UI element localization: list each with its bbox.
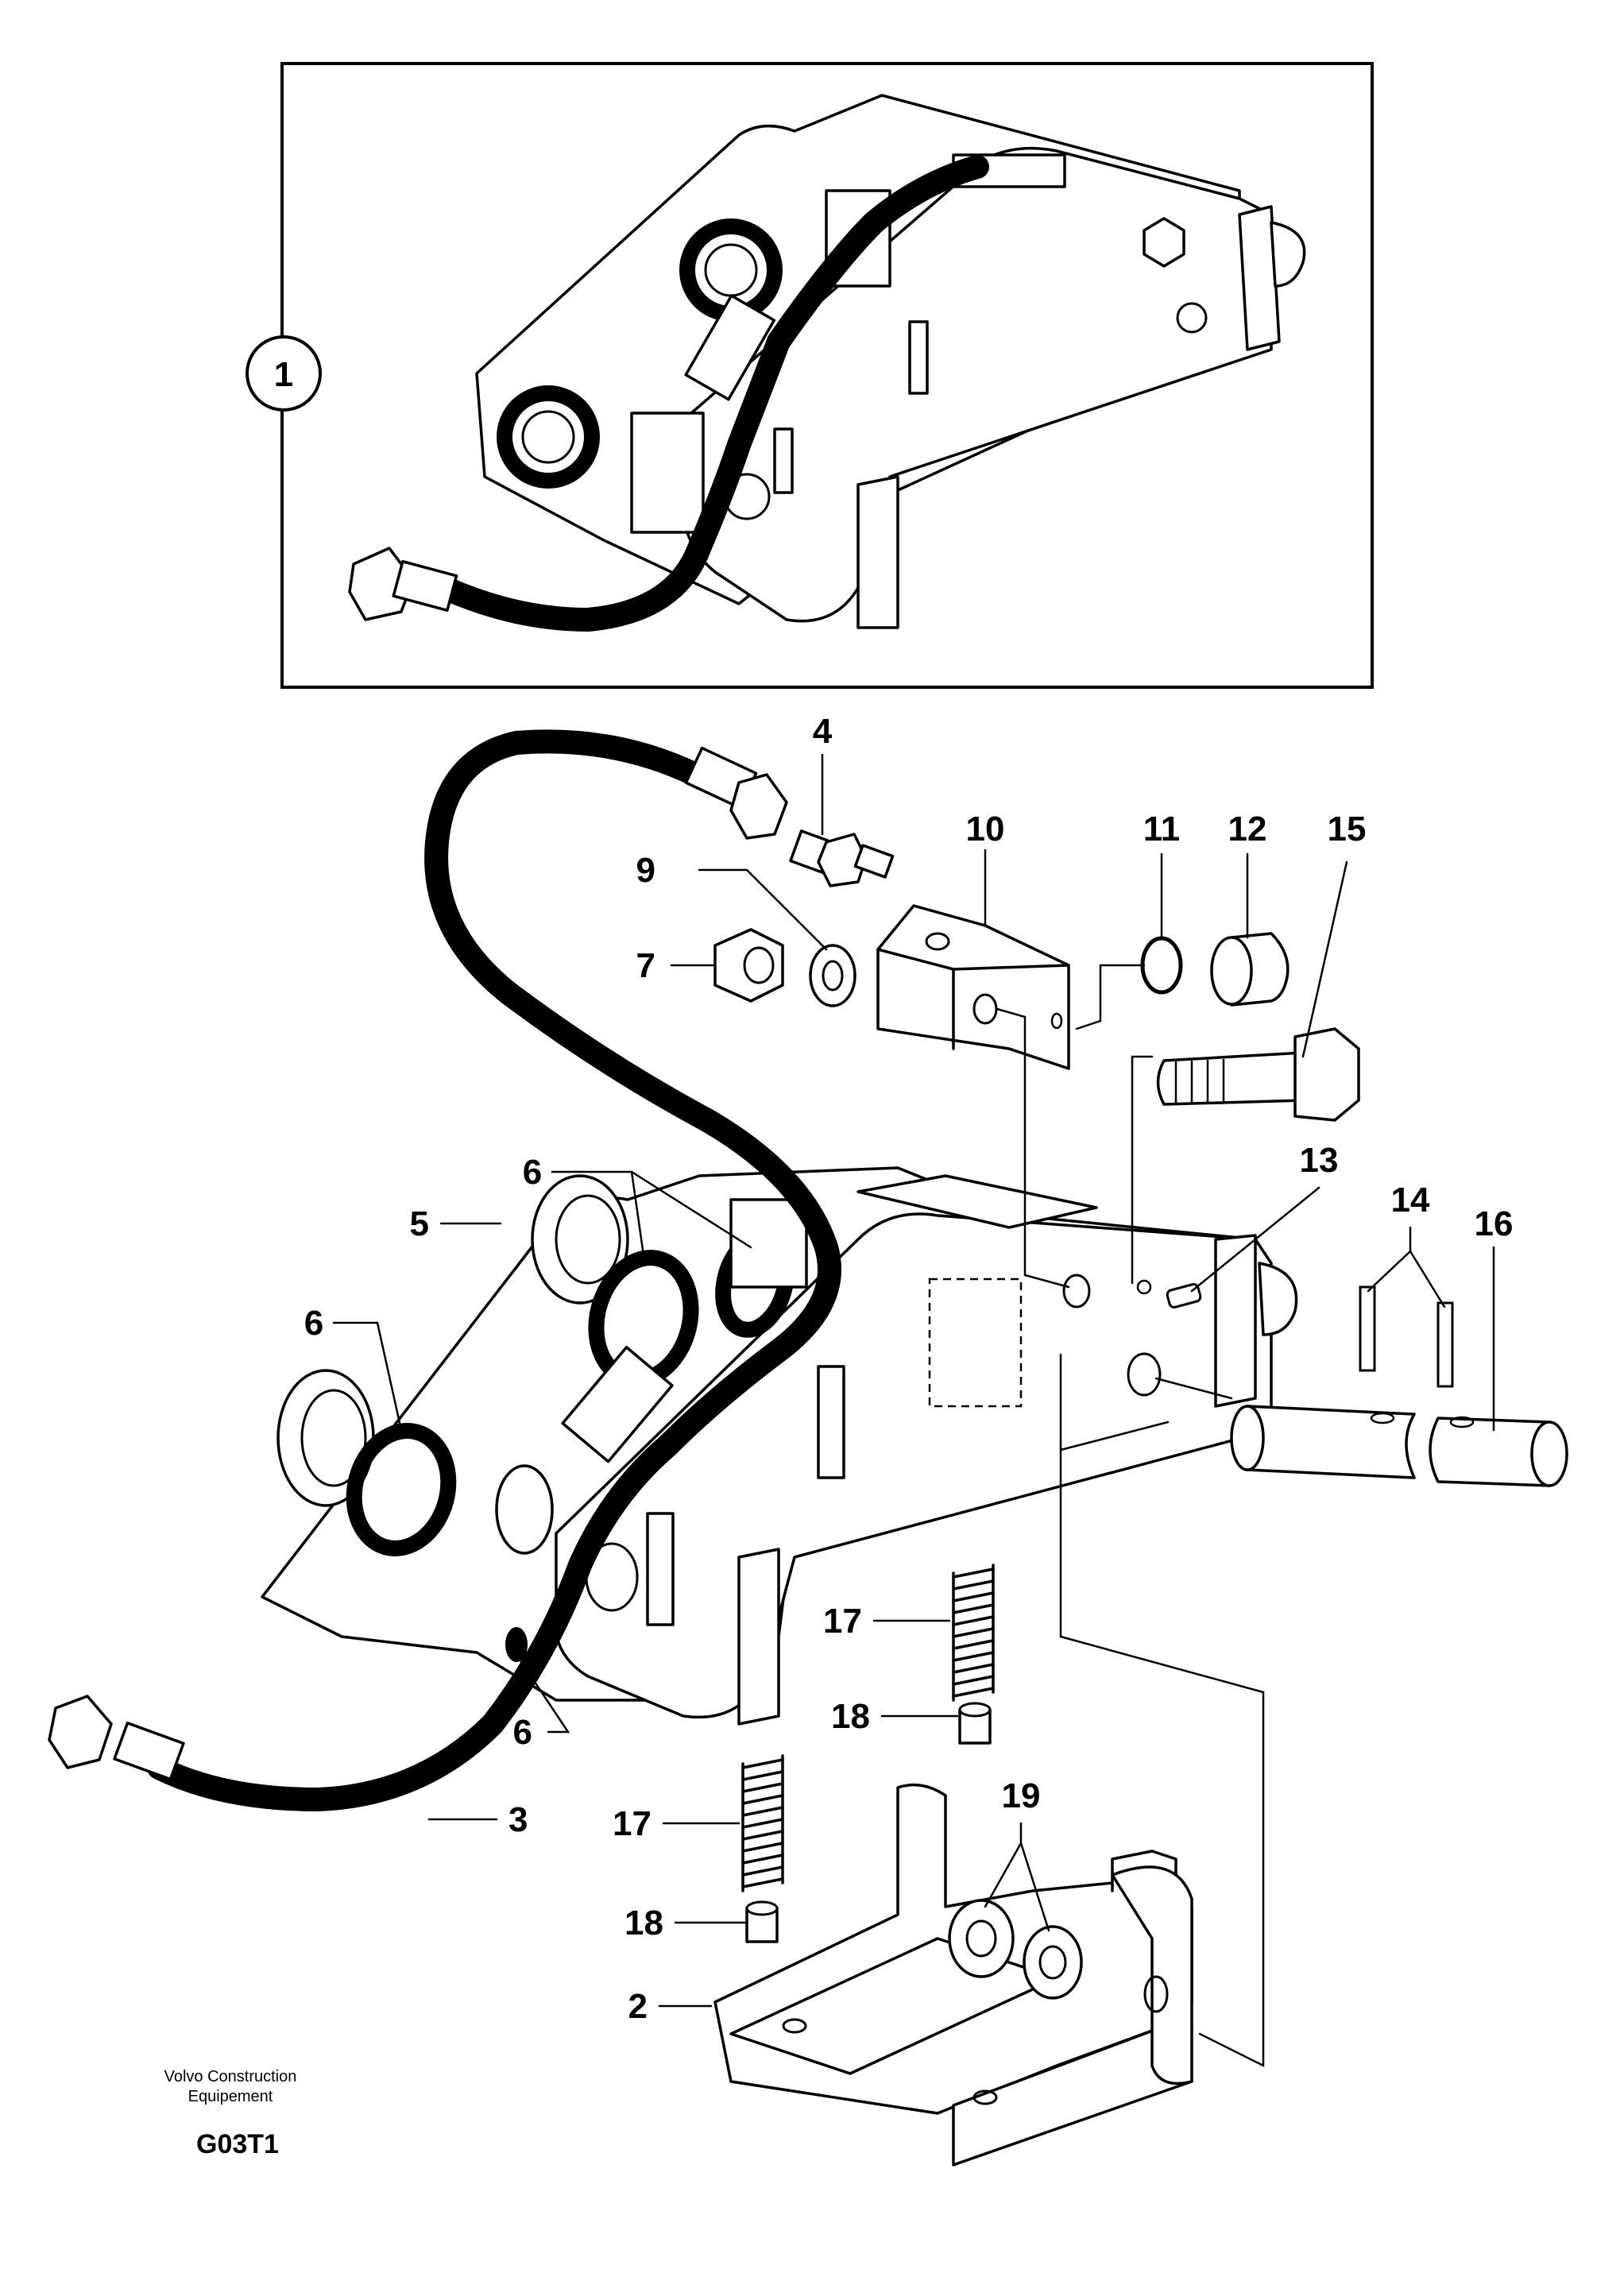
leader-6-bottom bbox=[519, 1659, 570, 1734]
part-15-bolt bbox=[1156, 1027, 1360, 1122]
callout-18-lower: 18 bbox=[624, 1904, 663, 1942]
guide-wedge bbox=[1059, 1353, 1265, 2068]
guide-o-ring bbox=[1075, 964, 1146, 1030]
guide-bolt bbox=[1131, 1055, 1154, 1285]
part-9-washer bbox=[809, 944, 856, 1007]
callout-10: 10 bbox=[966, 810, 1005, 848]
leader-9 bbox=[698, 868, 828, 951]
callout-17-upper: 17 bbox=[823, 1602, 862, 1641]
bore-lower-inner bbox=[300, 1389, 367, 1487]
callout-12: 12 bbox=[1228, 810, 1267, 848]
guide-shaft bbox=[1154, 1377, 1233, 1400]
part-4-adapter bbox=[789, 829, 895, 887]
inset-ring-lower bbox=[497, 385, 600, 489]
inset-end-pin bbox=[1270, 221, 1306, 288]
o-ring-front-bore bbox=[495, 1464, 554, 1555]
leader-6-top bbox=[551, 1170, 752, 1257]
inset-hex-nut bbox=[1143, 217, 1185, 268]
coupler-front-plate bbox=[737, 1548, 780, 1726]
callout-15: 15 bbox=[1328, 810, 1367, 848]
guide-valve-block bbox=[996, 1007, 1070, 1289]
part-17-spring-upper bbox=[952, 1564, 995, 1702]
callout-3: 3 bbox=[508, 1800, 528, 1839]
footer: Volvo Construction Equipement G03T1 bbox=[164, 2068, 297, 2159]
callout-11: 11 bbox=[1143, 810, 1181, 848]
callout-7: 7 bbox=[636, 946, 655, 985]
callout-18-upper: 18 bbox=[831, 1697, 870, 1736]
part-7-nut bbox=[713, 928, 784, 1003]
o-ring-lower bbox=[346, 1423, 457, 1556]
callout-1: 1 bbox=[274, 355, 293, 394]
callout-13: 13 bbox=[1300, 1141, 1339, 1180]
coupler-end-block bbox=[1214, 1234, 1257, 1408]
callout-6-top: 6 bbox=[523, 1153, 542, 1192]
hole-small-a bbox=[1062, 1274, 1091, 1308]
leader-6-left bbox=[332, 1321, 403, 1432]
hydraulic-hose bbox=[147, 729, 841, 1811]
callout-6-left: 6 bbox=[304, 1304, 323, 1343]
part-18-bushing-lower bbox=[745, 1900, 779, 1943]
body-pin-b bbox=[646, 1512, 675, 1626]
part-17-spring-lower bbox=[741, 1754, 784, 1892]
hose-sleeve bbox=[561, 1345, 674, 1463]
inset-wedge-block bbox=[630, 412, 705, 534]
inset-small-bore bbox=[1176, 302, 1208, 334]
part-18-bushing-upper bbox=[958, 1702, 992, 1745]
part-14-pin-right bbox=[1436, 1301, 1454, 1388]
callout-16: 16 bbox=[1475, 1204, 1514, 1243]
inset-hose-fitting-hex bbox=[348, 547, 415, 621]
callout-4: 4 bbox=[813, 712, 833, 751]
leader-14 bbox=[1367, 1226, 1446, 1308]
inset-bore-lower bbox=[521, 410, 575, 464]
guide-body-edge bbox=[1059, 1421, 1170, 1451]
hole-pin-16 bbox=[1127, 1352, 1162, 1397]
callout-14: 14 bbox=[1391, 1181, 1430, 1220]
leader-lines bbox=[332, 753, 1495, 2068]
body-pin-a bbox=[817, 1365, 845, 1479]
callout-9: 9 bbox=[636, 851, 655, 890]
part-2-lock-wedge bbox=[713, 1783, 1193, 2167]
callout-labels: 4 9 7 10 11 12 15 13 14 16 5 6 6 6 3 17 … bbox=[304, 712, 1514, 2026]
inset-front-plate bbox=[856, 475, 899, 629]
hose-fitting-top-hex bbox=[729, 773, 788, 840]
drawing-code: G03T1 bbox=[196, 2129, 279, 2159]
callout-17-lower: 17 bbox=[613, 1804, 652, 1843]
hidden-block-outline bbox=[928, 1278, 1023, 1408]
company-line-1: Volvo Construction bbox=[164, 2068, 297, 2085]
callout-5: 5 bbox=[410, 1204, 429, 1243]
o-ring-bottom bbox=[505, 1627, 528, 1662]
exploded-view: 4 9 7 10 11 12 15 13 14 16 5 6 6 6 3 17 … bbox=[48, 712, 1568, 2167]
assembled-coupler-inset: 1 bbox=[246, 62, 1374, 689]
part-14-pin-left bbox=[1359, 1285, 1376, 1372]
company-line-2: Equipement bbox=[188, 2088, 273, 2105]
bore-upper-outer bbox=[531, 1174, 629, 1305]
bore-upper-inner bbox=[555, 1194, 621, 1285]
part-11-o-ring bbox=[1140, 936, 1183, 995]
coupler-top-plate bbox=[856, 1174, 1098, 1229]
body-block-top bbox=[729, 1198, 808, 1289]
inset-pin-1 bbox=[908, 320, 929, 395]
inset-pin-2 bbox=[773, 427, 794, 494]
part-10-valve-block bbox=[876, 904, 1070, 1070]
leader-19 bbox=[984, 1822, 1050, 1932]
part-12-plug bbox=[1210, 932, 1290, 1007]
leader-13 bbox=[1190, 1186, 1320, 1293]
callout-6-bottom: 6 bbox=[513, 1713, 532, 1752]
part-16-shaft bbox=[1230, 1405, 1568, 1487]
hole-tiny bbox=[1136, 1279, 1152, 1295]
hose-fitting-bottom-hex bbox=[48, 1695, 113, 1769]
inset-end-block bbox=[1238, 205, 1281, 351]
callout-circle-1 bbox=[246, 335, 322, 412]
callout-19: 19 bbox=[1002, 1776, 1041, 1815]
leader-15 bbox=[1301, 860, 1348, 1058]
inset-hose bbox=[433, 155, 989, 632]
inset-hose-sleeve bbox=[684, 294, 776, 401]
inset-hose-fitting-body bbox=[392, 559, 458, 613]
hose-fitting-bottom-body bbox=[113, 1722, 185, 1781]
coupler-end-pin bbox=[1258, 1262, 1298, 1336]
callout-2: 2 bbox=[628, 1987, 648, 2026]
